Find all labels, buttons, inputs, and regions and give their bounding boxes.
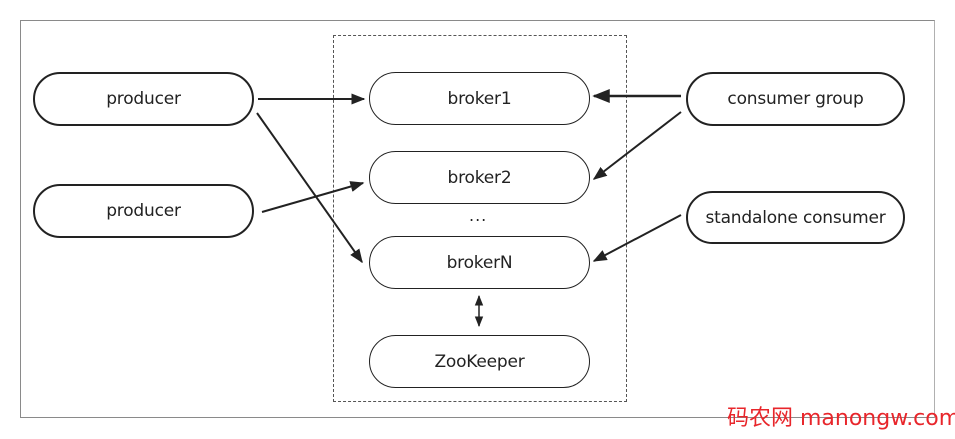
- consumer-label: consumer group: [727, 89, 864, 109]
- edge-consumergroup-broker2: [592, 111, 682, 180]
- kafka-cluster-boundary: [333, 35, 627, 402]
- edge-producer2-broker2: [261, 181, 365, 213]
- zookeeper-label: ZooKeeper: [434, 351, 525, 372]
- zookeeper-node: ZooKeeper: [369, 335, 590, 388]
- consumer-group-node: consumer group: [686, 72, 905, 126]
- broker-label: broker1: [447, 88, 512, 109]
- edge-standalone-brokerN: [592, 214, 682, 262]
- producer-label: producer: [106, 201, 181, 221]
- producer-node-1: producer: [33, 72, 254, 126]
- watermark: 码农网 manongw.com: [727, 406, 955, 431]
- diagram-frame: [20, 20, 935, 418]
- broker-label: brokerN: [446, 252, 513, 273]
- ellipsis: ...: [469, 206, 488, 225]
- broker-label: broker2: [447, 167, 512, 188]
- edge-producer1-brokerN: [256, 112, 363, 264]
- consumer-label: standalone consumer: [705, 207, 886, 228]
- producer-node-2: producer: [33, 184, 254, 238]
- producer-label: producer: [106, 89, 181, 109]
- broker-node-2: broker2: [369, 151, 590, 204]
- broker-node-1: broker1: [369, 72, 590, 125]
- broker-node-n: brokerN: [369, 236, 590, 289]
- standalone-consumer-node: standalone consumer: [686, 191, 905, 244]
